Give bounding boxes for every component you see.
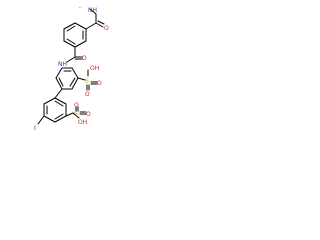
atom-i-bottom: I	[34, 125, 36, 132]
atom-o-sulfo-lower-top: O	[74, 102, 79, 109]
molecule-diagram: NH · O O NH OH S O O O S O OH I	[0, 0, 150, 150]
atom-oh-sulfo-lower: OH	[78, 119, 87, 126]
atom-o-sulfo-upper-bottom: O	[85, 91, 90, 98]
iodine-bond	[37, 115, 45, 125]
top-amide-group	[85, 8, 105, 30]
top-benzene-ring	[63, 22, 87, 48]
atom-oh-sulfo-upper: OH	[90, 65, 99, 72]
biphenyl-bond	[54, 88, 63, 99]
middle-benzene-ring	[55, 67, 79, 90]
atom-nh-top: NH	[88, 7, 97, 14]
upper-sulfonic-acid	[77, 69, 98, 91]
structure-svg: NH · O O NH OH S O O O S O OH I	[34, 5, 109, 132]
atom-nh-mid: NH	[58, 61, 67, 68]
middle-amide-group	[66, 46, 83, 63]
atom-o-sulfo-upper-right: O	[97, 80, 102, 87]
atom-o-sulfo-lower-right: O	[86, 111, 91, 118]
bottom-benzene-ring	[43, 97, 67, 123]
atom-o-mid: O	[82, 55, 87, 62]
atom-s-sulfo-upper: S	[85, 78, 89, 85]
atom-o-top: O	[104, 25, 109, 32]
atom-s-sulfo-lower: S	[74, 111, 78, 118]
atom-dot-top: ·	[79, 5, 81, 12]
lower-sulfonic-acid	[65, 106, 87, 119]
